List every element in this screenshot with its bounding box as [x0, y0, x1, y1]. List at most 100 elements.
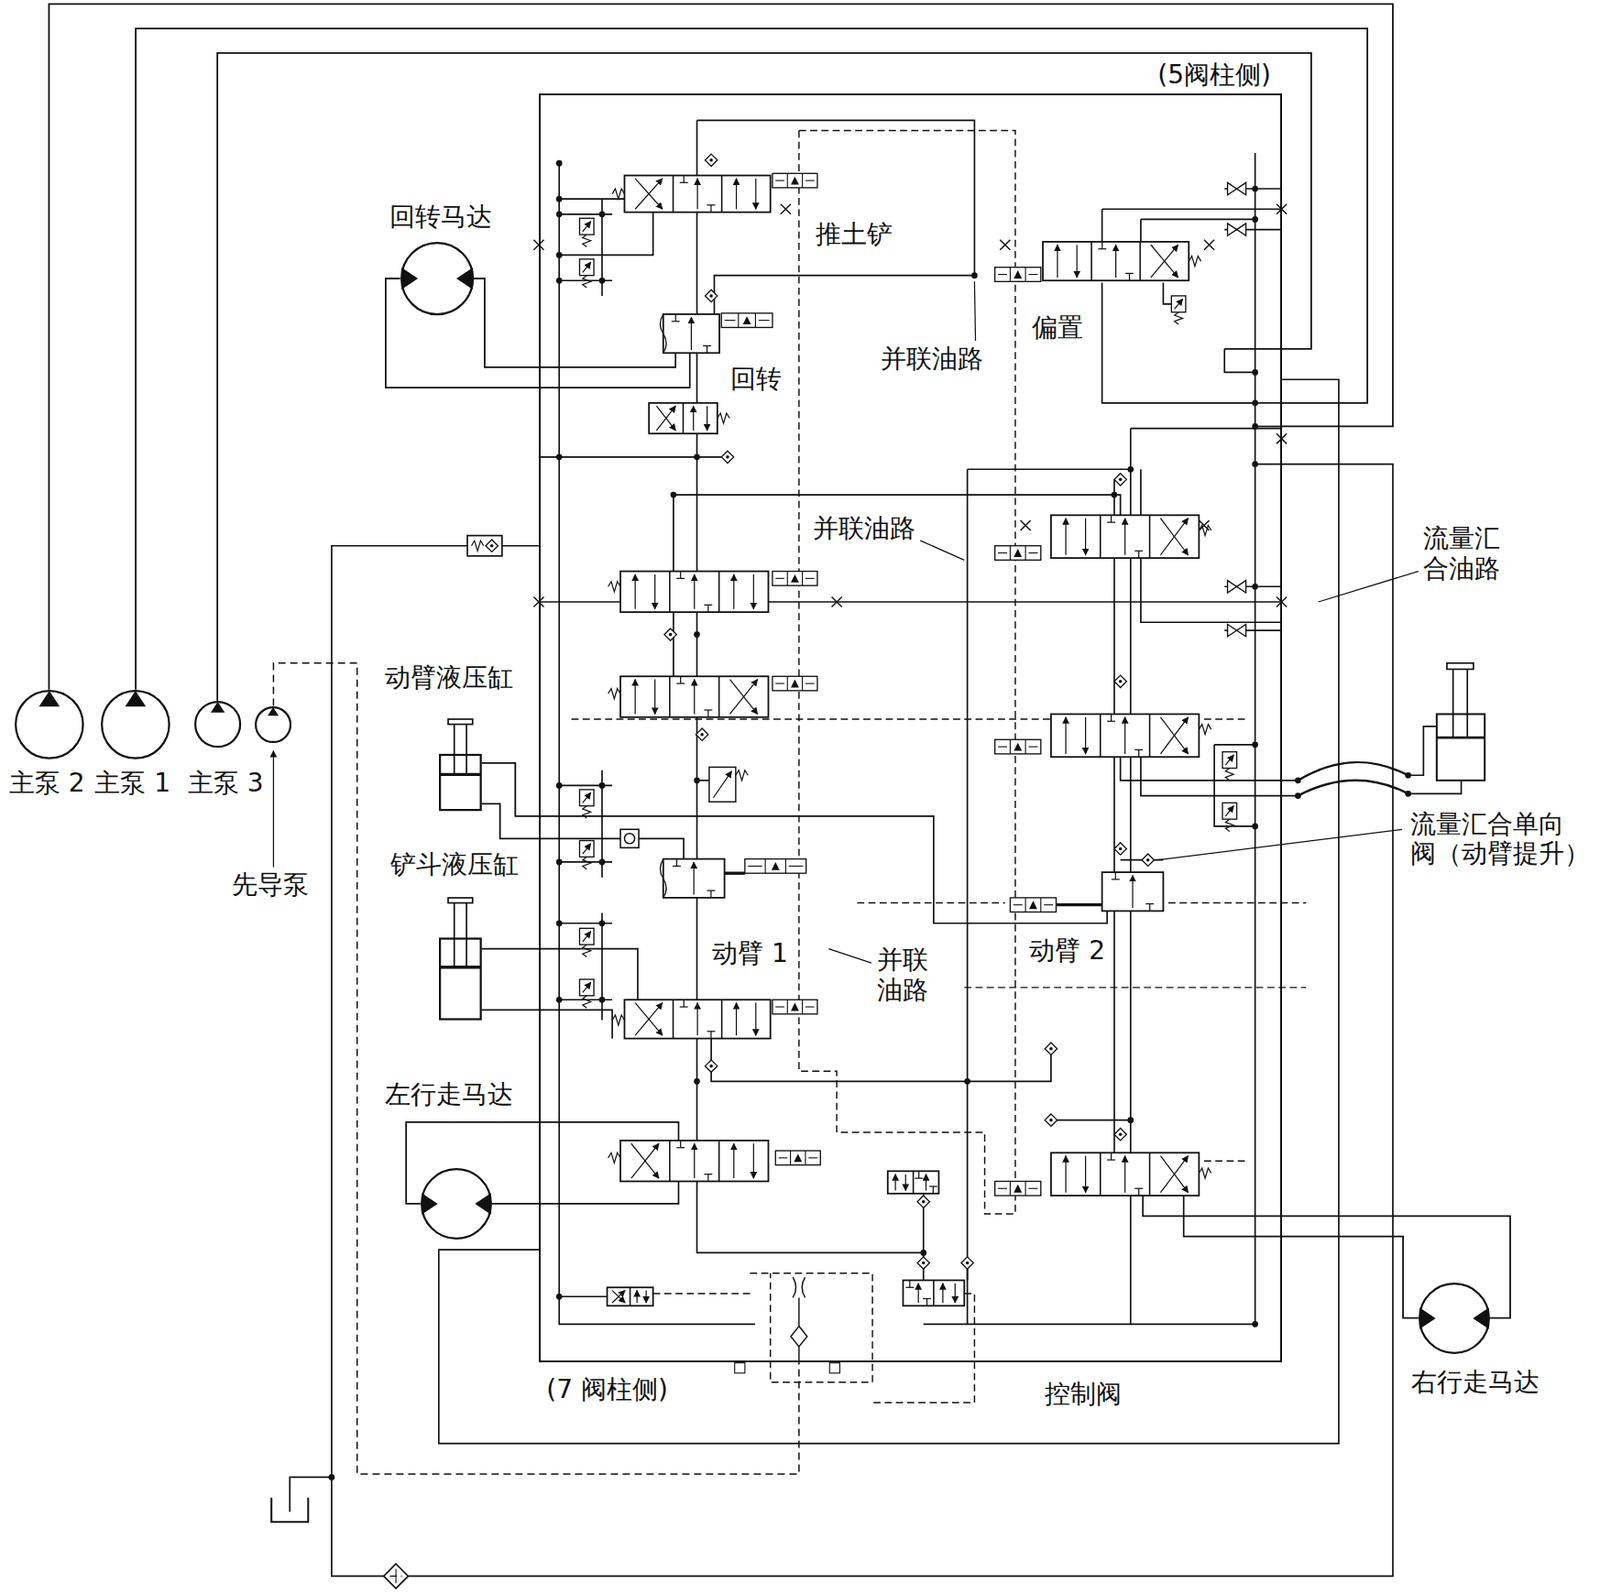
flow-arrow	[1160, 717, 1188, 755]
motor-triangle	[456, 267, 473, 290]
flow-arrow	[635, 178, 663, 209]
relief-valve	[579, 841, 594, 858]
cylinder-piston	[1436, 736, 1485, 740]
cylinder-head	[448, 898, 473, 904]
node-shape	[15, 690, 83, 758]
spring-symbol	[1225, 767, 1234, 780]
actuator-mark	[758, 319, 770, 321]
shuttle-valve	[1227, 624, 1247, 636]
spool-valve	[1051, 713, 1199, 757]
flow-arrow	[905, 1174, 907, 1192]
flow-arrow	[733, 1143, 735, 1179]
blocked-port	[710, 890, 712, 899]
check-valve	[1141, 854, 1154, 866]
oil-line	[1139, 219, 1142, 242]
blocked-port	[905, 1287, 914, 1289]
spring-symbol	[582, 944, 592, 957]
oil-line	[538, 352, 676, 368]
annotation-label: 推土铲	[813, 219, 895, 250]
leader-line	[1157, 829, 1403, 860]
pipe-connector	[135, 28, 1368, 691]
spring-symbol	[717, 413, 730, 424]
pilot-line	[1204, 1160, 1246, 1162]
node-outline	[1418, 1282, 1491, 1355]
oil-line	[1224, 348, 1282, 351]
annotation-label: 动臂 1	[710, 939, 790, 969]
check-valve	[1044, 1042, 1057, 1055]
flow-arrow	[582, 931, 592, 943]
pilot-line	[798, 1297, 800, 1327]
flow-arrow	[582, 221, 592, 232]
flow-arrow	[895, 1174, 897, 1192]
spring-check-valve	[467, 536, 503, 557]
junction-dot	[556, 160, 563, 167]
check-ball	[1118, 847, 1123, 852]
component-label: 右行走马达	[1409, 1368, 1542, 1398]
leader-line	[974, 281, 976, 341]
flow-arrow	[631, 1143, 659, 1179]
actuator-mark	[805, 683, 815, 685]
actuator-triangle	[1029, 900, 1038, 910]
break-line	[659, 859, 667, 899]
spring-symbol	[1225, 819, 1234, 832]
blocked-port	[710, 1031, 712, 1040]
pump-symbol: 主泵 3	[194, 701, 242, 748]
actuator-triangle	[771, 862, 780, 871]
annotation-label: 偏置	[1030, 313, 1085, 343]
hose	[1297, 780, 1408, 797]
pilot-actuator	[995, 267, 1042, 283]
flow-arrow	[654, 574, 656, 610]
flow-arrow	[635, 1003, 663, 1037]
spring-symbol	[608, 689, 621, 700]
oil-line	[1101, 208, 1104, 242]
actuator-mark	[724, 319, 736, 321]
blocked-port	[1134, 550, 1143, 552]
oil-line	[1214, 745, 1256, 827]
flow-arrow	[582, 843, 592, 855]
oil-line	[1142, 1195, 1282, 1217]
port-plug	[829, 1363, 840, 1374]
actuator-mark	[1028, 1188, 1038, 1190]
blocked-port	[706, 345, 708, 353]
annotation-label: (5阀柱侧)	[1155, 60, 1273, 90]
blocked-port	[706, 889, 715, 891]
node-outline	[194, 701, 242, 748]
blocked-port	[707, 604, 709, 613]
flow-arrow	[730, 679, 758, 715]
oil-line	[1224, 349, 1255, 373]
pilot-actuator	[745, 859, 807, 875]
cylinder-piston	[439, 965, 482, 969]
blocked-port	[1138, 1188, 1140, 1196]
flow-arrow	[1124, 717, 1126, 755]
text-line: 油路	[876, 975, 929, 1006]
spool-valve	[1051, 1152, 1199, 1196]
return-line	[407, 464, 1393, 1578]
spool-divider	[718, 1140, 721, 1183]
spring-symbol	[582, 856, 592, 869]
actuator-divider	[765, 859, 767, 875]
junction-dot	[1127, 1117, 1134, 1124]
cylinder-symbol: 动臂液压缸	[438, 719, 483, 811]
junction-dot	[556, 196, 563, 203]
annotation-label: 流量汇 合油路	[1421, 524, 1502, 583]
actuator-triangle	[1013, 743, 1022, 752]
spool-divider	[629, 1287, 632, 1306]
flow-arrow	[693, 1143, 695, 1179]
flow-arrow	[942, 1283, 943, 1304]
node-outline	[438, 898, 483, 1021]
component-label: 主泵 3	[186, 768, 266, 799]
actuator-divider	[1009, 1181, 1011, 1196]
oil-line	[1113, 479, 1116, 1153]
blocked-port	[679, 571, 681, 580]
blocked-port	[1134, 749, 1143, 751]
restrictor	[792, 1277, 805, 1298]
check-ball	[1049, 1047, 1053, 1052]
junction-dot	[1251, 369, 1259, 376]
spool-divider	[1139, 241, 1141, 281]
oil-line	[1140, 219, 1256, 221]
check-ball	[921, 1261, 926, 1266]
flow-arrow	[635, 178, 663, 209]
blocked-port	[683, 175, 685, 184]
actuator-divider	[801, 571, 803, 587]
blocked-port	[672, 865, 681, 867]
